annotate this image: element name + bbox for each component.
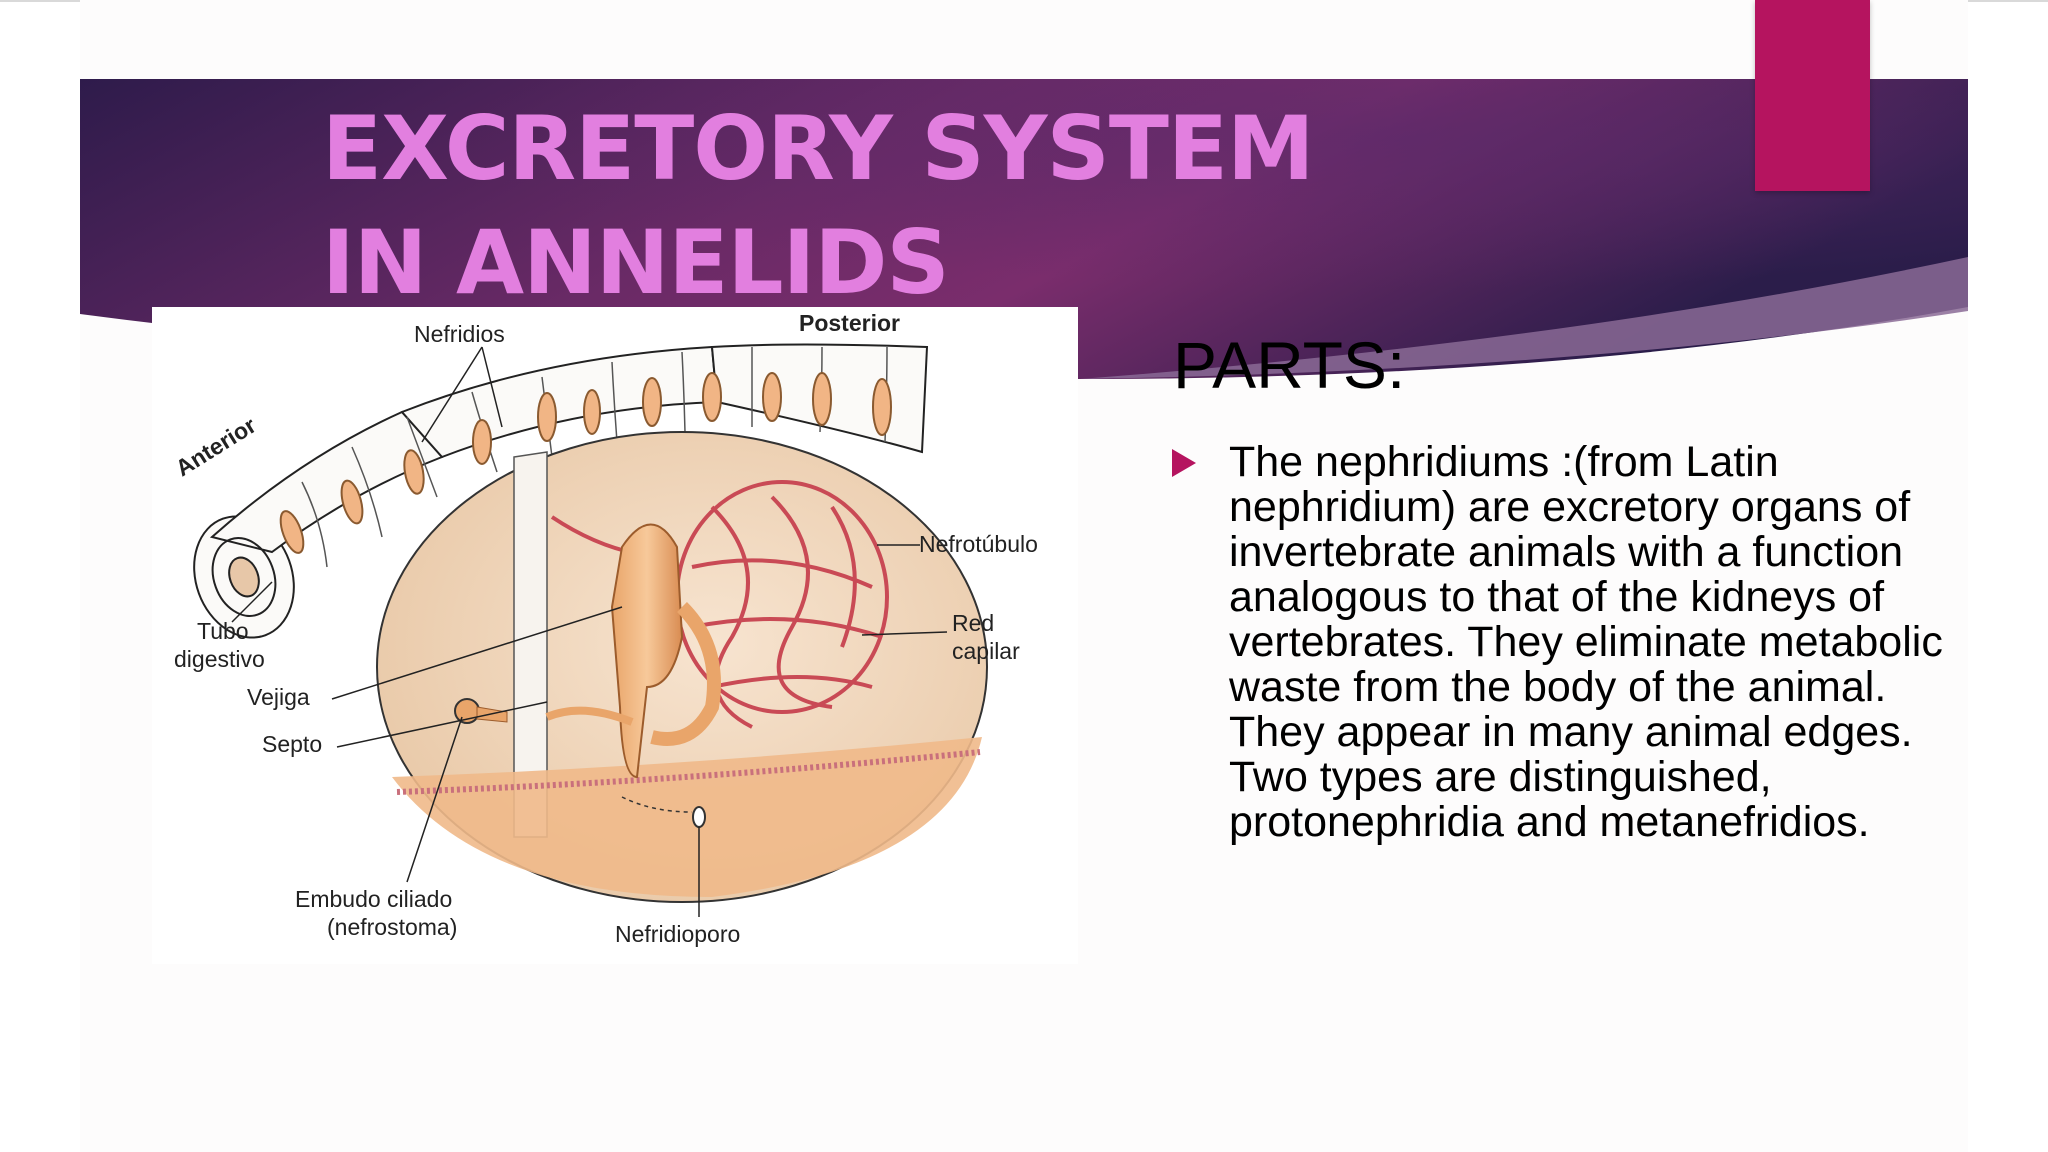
slide-title: EXCRETORY SYSTEM IN ANNELIDS bbox=[322, 97, 1315, 314]
label-embudo-line2: (nefrostoma) bbox=[327, 914, 457, 940]
label-embudo-line1: Embudo ciliado bbox=[295, 886, 452, 912]
label-red-capilar-line2: capilar bbox=[952, 638, 1020, 664]
label-posterior: Posterior bbox=[799, 310, 900, 336]
nephridia-coils bbox=[279, 372, 892, 554]
accent-tab bbox=[1755, 0, 1870, 191]
label-nefrotubulo: Nefrotúbulo bbox=[919, 531, 1038, 557]
label-nefridios: Nefridios bbox=[414, 321, 505, 347]
bladder bbox=[610, 523, 684, 779]
bullet-text: The nephridiums :(from Latin nephridium)… bbox=[1229, 438, 1943, 846]
annelid-diagram: Nefridios Posterior Anterior Nefrotúbulo… bbox=[152, 307, 1078, 964]
parts-heading: PARTS: bbox=[1173, 328, 1406, 402]
label-tubo-line2: digestivo bbox=[174, 646, 265, 672]
triangle-bullet-icon bbox=[1172, 449, 1196, 477]
label-nefridioporo: Nefridioporo bbox=[615, 921, 740, 947]
title-banner bbox=[80, 79, 1968, 379]
label-tubo-line1: Tubo bbox=[197, 618, 249, 644]
label-red-capilar-line1: Red bbox=[952, 610, 994, 636]
label-anterior: Anterior bbox=[171, 412, 261, 481]
label-septo: Septo bbox=[262, 731, 322, 757]
label-vejiga: Vejiga bbox=[247, 684, 310, 710]
